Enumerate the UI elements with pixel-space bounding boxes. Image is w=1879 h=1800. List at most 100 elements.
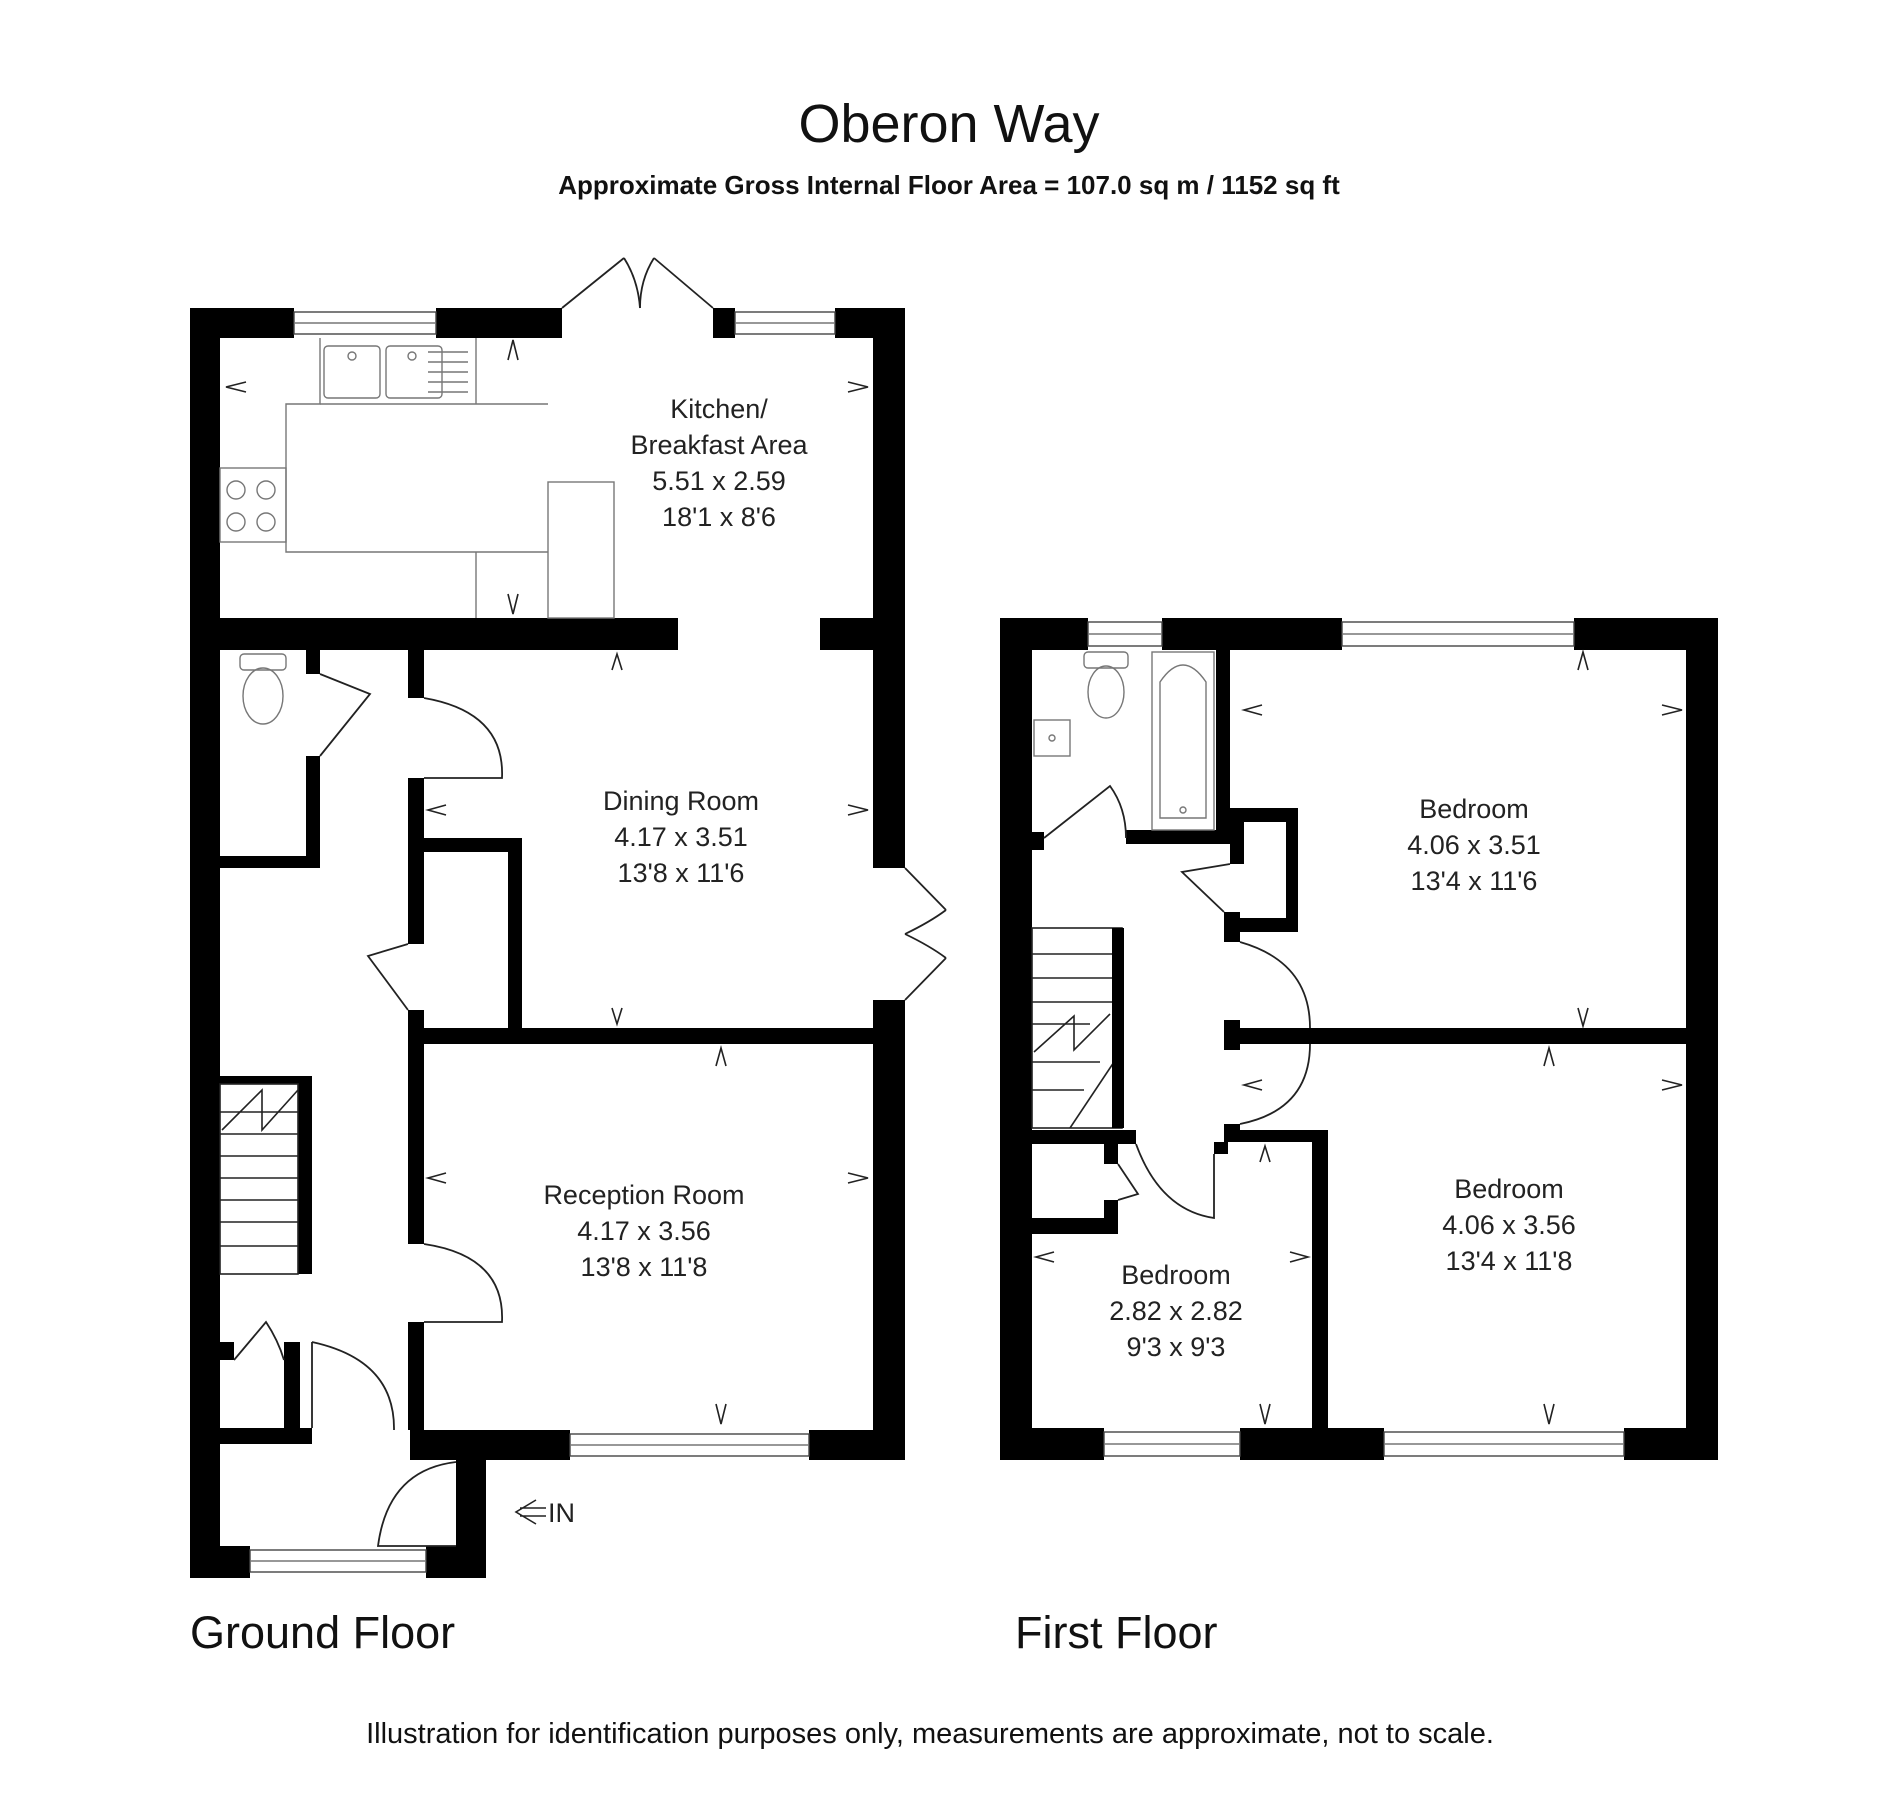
front-door: [376, 1461, 457, 1547]
wall: [408, 650, 424, 698]
door: [366, 943, 409, 1011]
wall: [713, 308, 735, 338]
disclaimer: Illustration for identification purposes…: [366, 1718, 1494, 1750]
wall: [1104, 1130, 1118, 1164]
svg-text:13'4 x 11'8: 13'4 x 11'8: [1446, 1246, 1573, 1276]
svg-text:13'8 x 11'8: 13'8 x 11'8: [581, 1252, 708, 1282]
svg-text:Reception Room: Reception Room: [543, 1180, 744, 1210]
svg-text:Kitchen/: Kitchen/: [670, 394, 768, 424]
wall: [1162, 618, 1342, 650]
wall: [1230, 808, 1244, 864]
door: [423, 1243, 503, 1323]
svg-text:9'3 x 9'3: 9'3 x 9'3: [1127, 1332, 1226, 1362]
svg-text:4.17 x 3.56: 4.17 x 3.56: [577, 1216, 711, 1246]
door: [233, 1320, 285, 1361]
dining-room-label: Dining Room 4.17 x 3.51 13'8 x 11'6: [603, 786, 759, 888]
door: [1117, 1163, 1140, 1201]
wall: [1000, 618, 1032, 1460]
bathtub-icon: [1151, 651, 1215, 831]
door: [1180, 863, 1231, 913]
svg-text:5.51 x 2.59: 5.51 x 2.59: [652, 466, 786, 496]
svg-text:4.06 x 3.56: 4.06 x 3.56: [1442, 1210, 1576, 1240]
wall: [220, 1076, 312, 1084]
wall: [284, 1342, 300, 1444]
svg-text:13'4 x 11'6: 13'4 x 11'6: [1411, 866, 1538, 896]
entrance-label: IN: [548, 1498, 575, 1528]
svg-text:Bedroom: Bedroom: [1419, 794, 1529, 824]
wall: [1224, 1130, 1324, 1142]
first-floor-label: First Floor: [1015, 1607, 1218, 1658]
kitchen-units: [219, 338, 615, 619]
wall: [1312, 1130, 1328, 1460]
svg-text:4.17 x 3.51: 4.17 x 3.51: [614, 822, 748, 852]
wall: [1232, 1028, 1718, 1044]
entrance-arrow-icon: [514, 1499, 546, 1525]
wall: [436, 308, 562, 338]
side-doors: [904, 867, 947, 1001]
wall: [1126, 830, 1230, 844]
first-floor-plan: Bedroom 4.06 x 3.51 13'4 x 11'6 Bedroom …: [1000, 618, 1718, 1460]
toilet-icon: [1083, 651, 1129, 719]
bedroom-rear-label: Bedroom 4.06 x 3.51 13'4 x 11'6: [1407, 794, 1541, 896]
ground-floor-plan: IN Kitchen/ Breakfast Area 5.51 x 2.59 1…: [190, 257, 947, 1578]
door: [1239, 941, 1311, 1029]
wall: [410, 1430, 570, 1460]
wall: [408, 1322, 424, 1430]
plan-title: Oberon Way: [798, 94, 1099, 154]
wall: [1000, 618, 1088, 650]
wall: [190, 1546, 250, 1578]
svg-text:2.82 x 2.82: 2.82 x 2.82: [1109, 1296, 1243, 1326]
staircase: [1031, 927, 1124, 1129]
measure-arrows: [1033, 649, 1683, 1425]
wall: [220, 1342, 234, 1360]
wall: [1032, 1130, 1136, 1144]
svg-text:4.06 x 3.51: 4.06 x 3.51: [1407, 830, 1541, 860]
wall: [1214, 1142, 1228, 1154]
wall: [1624, 1428, 1718, 1460]
wall: [508, 838, 522, 1030]
wall: [306, 650, 320, 674]
wall: [190, 308, 294, 338]
wall: [1216, 650, 1230, 842]
wall: [820, 618, 905, 650]
bedroom-front-label: Bedroom 4.06 x 3.56 13'4 x 11'8: [1442, 1174, 1576, 1276]
wall: [426, 1546, 486, 1578]
wall: [408, 1010, 424, 1244]
toilet-icon: [239, 653, 287, 725]
wall: [190, 618, 678, 650]
wall: [220, 1428, 312, 1444]
door: [423, 697, 503, 779]
wall: [424, 838, 520, 852]
svg-text:18'1 x 8'6: 18'1 x 8'6: [662, 502, 776, 532]
wall: [190, 308, 220, 1578]
reception-room-label: Reception Room 4.17 x 3.56 13'8 x 11'8: [543, 1180, 744, 1282]
svg-text:Breakfast Area: Breakfast Area: [630, 430, 808, 460]
door: [311, 1341, 395, 1431]
kitchen-label: Kitchen/ Breakfast Area 5.51 x 2.59 18'1…: [630, 394, 808, 532]
wall: [1032, 832, 1044, 850]
wall: [1224, 912, 1240, 942]
ground-floor-label: Ground Floor: [190, 1607, 455, 1658]
svg-text:Bedroom: Bedroom: [1121, 1260, 1231, 1290]
floor-area-subtitle: Approximate Gross Internal Floor Area = …: [558, 170, 1340, 200]
wall: [873, 1000, 905, 1460]
patio-doors: [561, 257, 714, 309]
staircase: [219, 1083, 299, 1275]
bedroom-small-label: Bedroom 2.82 x 2.82 9'3 x 9'3: [1109, 1260, 1243, 1362]
wall: [1032, 1218, 1118, 1234]
door: [1043, 784, 1127, 839]
wall: [1104, 1200, 1118, 1234]
svg-text:Dining Room: Dining Room: [603, 786, 759, 816]
wall: [873, 308, 905, 868]
svg-text:13'8 x 11'6: 13'8 x 11'6: [618, 858, 745, 888]
svg-text:Bedroom: Bedroom: [1454, 1174, 1564, 1204]
basin-icon: [1033, 719, 1071, 757]
wall: [190, 856, 320, 868]
measure-arrows: [225, 339, 869, 1425]
door: [1135, 1143, 1215, 1220]
wall: [1286, 808, 1298, 928]
door: [319, 673, 372, 757]
wall: [1000, 1428, 1104, 1460]
wall: [1230, 918, 1298, 932]
